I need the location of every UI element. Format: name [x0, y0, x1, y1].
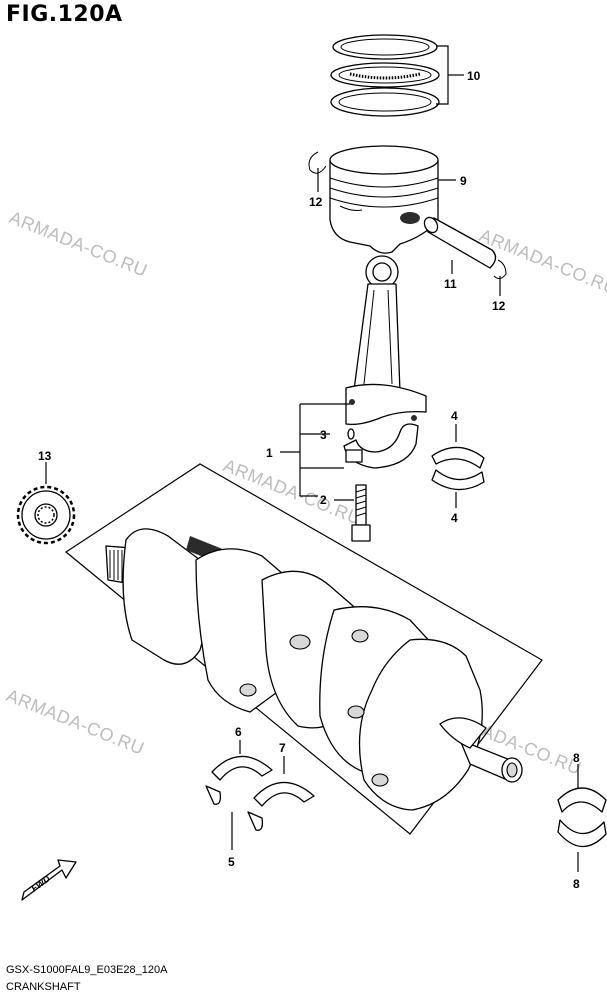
callouts: 10 9 12 11 12 4 3 1 13 2 4 6 7 8 5 8 [38, 69, 580, 891]
watermark-text: ARMADA-CO.RU [4, 685, 148, 759]
crankshaft-bearing-upper[interactable] [557, 787, 607, 813]
figure-title: FIG.120A [6, 2, 123, 27]
callout-13: 13 [38, 449, 52, 463]
fwd-arrow: FWD [21, 859, 77, 901]
leader-lines [45, 45, 579, 872]
watermark-text: ARMADA-CO.RU [221, 455, 365, 529]
callout-4: 4 [451, 511, 458, 525]
connecting-rod[interactable] [345, 255, 427, 426]
callout-8: 8 [573, 877, 580, 891]
piston[interactable] [329, 145, 439, 254]
callout-8: 8 [573, 751, 580, 765]
watermark-text: ARMADA-CO.RU [477, 225, 607, 299]
piston-rings[interactable] [330, 34, 440, 117]
diagram-code: GSX-S1000FAL9_E03E28_120A [6, 964, 168, 976]
callout-6: 6 [235, 725, 242, 739]
callout-4: 4 [451, 409, 458, 423]
crankshaft-bearing-lower[interactable] [557, 819, 607, 848]
circlip-lower[interactable] [493, 259, 507, 280]
callout-5: 5 [228, 855, 235, 869]
callout-12: 12 [492, 299, 506, 313]
connecting-rod-bearing-upper[interactable] [431, 446, 485, 469]
crankshaft-frame [64, 463, 543, 835]
callout-12: 12 [309, 195, 323, 209]
piston-pin[interactable] [422, 215, 497, 269]
crankshaft[interactable] [105, 528, 523, 811]
connecting-rod-bearing-lower[interactable] [431, 469, 485, 491]
watermark-text: ARMADA-CO.RU [7, 207, 151, 281]
callout-1: 1 [266, 446, 273, 460]
callout-2: 2 [320, 493, 327, 507]
bearing-cap[interactable] [343, 423, 419, 469]
callout-3: 3 [320, 428, 327, 442]
thrust-bearing-6[interactable] [205, 755, 273, 805]
circlip-upper[interactable] [308, 151, 327, 174]
thrust-bearing-7[interactable] [247, 781, 315, 831]
timing-gear[interactable] [16, 485, 76, 545]
con-rod-bolt[interactable] [351, 484, 371, 542]
callout-11: 11 [444, 277, 457, 291]
callout-9: 9 [460, 174, 467, 188]
callout-10: 10 [467, 69, 481, 83]
callout-7: 7 [279, 741, 286, 755]
diagram-name: CRANKSHAFT [6, 981, 81, 993]
